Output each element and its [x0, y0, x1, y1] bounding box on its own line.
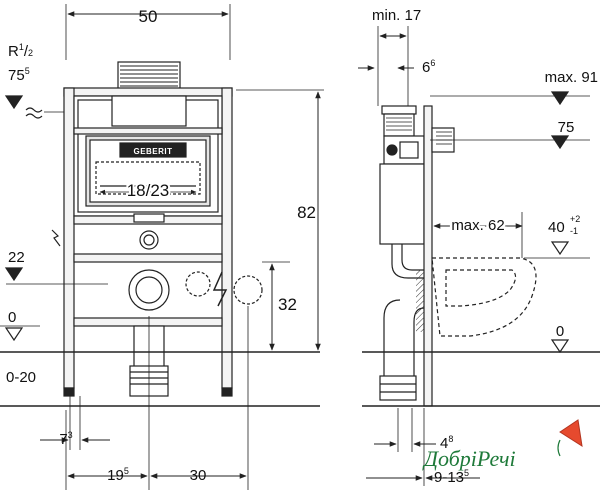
inlet-thread: R [8, 43, 19, 60]
max-91-label: max. 91 [545, 69, 598, 86]
water-inlet-label: R1/2 755 [8, 42, 33, 84]
side-view [358, 26, 600, 486]
inlet-pos-sup: 5 [25, 66, 30, 76]
min-depth-label: min. 17 [372, 7, 421, 24]
inlet-thread-num: 1 [19, 42, 24, 52]
level-40-label: 40 [548, 219, 565, 236]
level-22-label: 22 [8, 249, 25, 266]
dim-bottom-left-label: 48 [440, 434, 453, 452]
dim-bottom-left-sup: 8 [448, 434, 453, 444]
level-40: 40 [548, 219, 565, 236]
inlet-thread-den: 2 [28, 48, 33, 58]
brand-label: GEBERIT [133, 147, 172, 156]
dim-button-spacing-label: 18/23 [127, 181, 170, 200]
floor-range-label: 0-20 [6, 369, 36, 386]
dim-pipe-offset-label: 30 [190, 467, 207, 484]
dim-6-sup: 6 [430, 58, 435, 68]
watermark-text: ДобріРечі [422, 446, 516, 471]
level-40-minus: -1 [570, 226, 578, 236]
dim-pipe-height-label: 32 [278, 295, 297, 314]
svg-text:755: 755 [8, 66, 30, 84]
inlet-pos: 75 [8, 67, 25, 84]
level-75-label: 75 [558, 119, 575, 136]
dim-left-offset-label: 195 [107, 466, 129, 484]
dim-leg-offset-sup: 3 [68, 430, 73, 440]
dim-leg-offset: 7 [59, 431, 67, 448]
kite-icon [559, 419, 583, 448]
max-62-label: max. 62 [451, 217, 504, 234]
front-view [0, 4, 324, 490]
dim-range-sup: 5 [464, 468, 469, 478]
dim-6: 6 [422, 59, 430, 76]
floor-zero-label: 0 [8, 309, 16, 326]
level-40-plus: +2 [570, 214, 580, 224]
dim-height-label: 82 [297, 203, 316, 222]
dim-left-offset: 19 [107, 467, 124, 484]
side-floor-zero-label: 0 [556, 323, 564, 340]
watermark-logo: ДобріРечі [422, 419, 583, 471]
svg-text:R1/2: R1/2 [8, 42, 33, 60]
dim-leg-offset-label: 73 [59, 430, 72, 448]
dim-width-label: 50 [139, 7, 158, 26]
dim-range: 9-13 [434, 469, 464, 486]
dim-left-offset-sup: 5 [124, 466, 129, 476]
dim-range-label: 9-135 [434, 468, 469, 486]
dim-6-label: 66 [422, 58, 435, 76]
dim-bottom-left: 4 [440, 435, 448, 452]
